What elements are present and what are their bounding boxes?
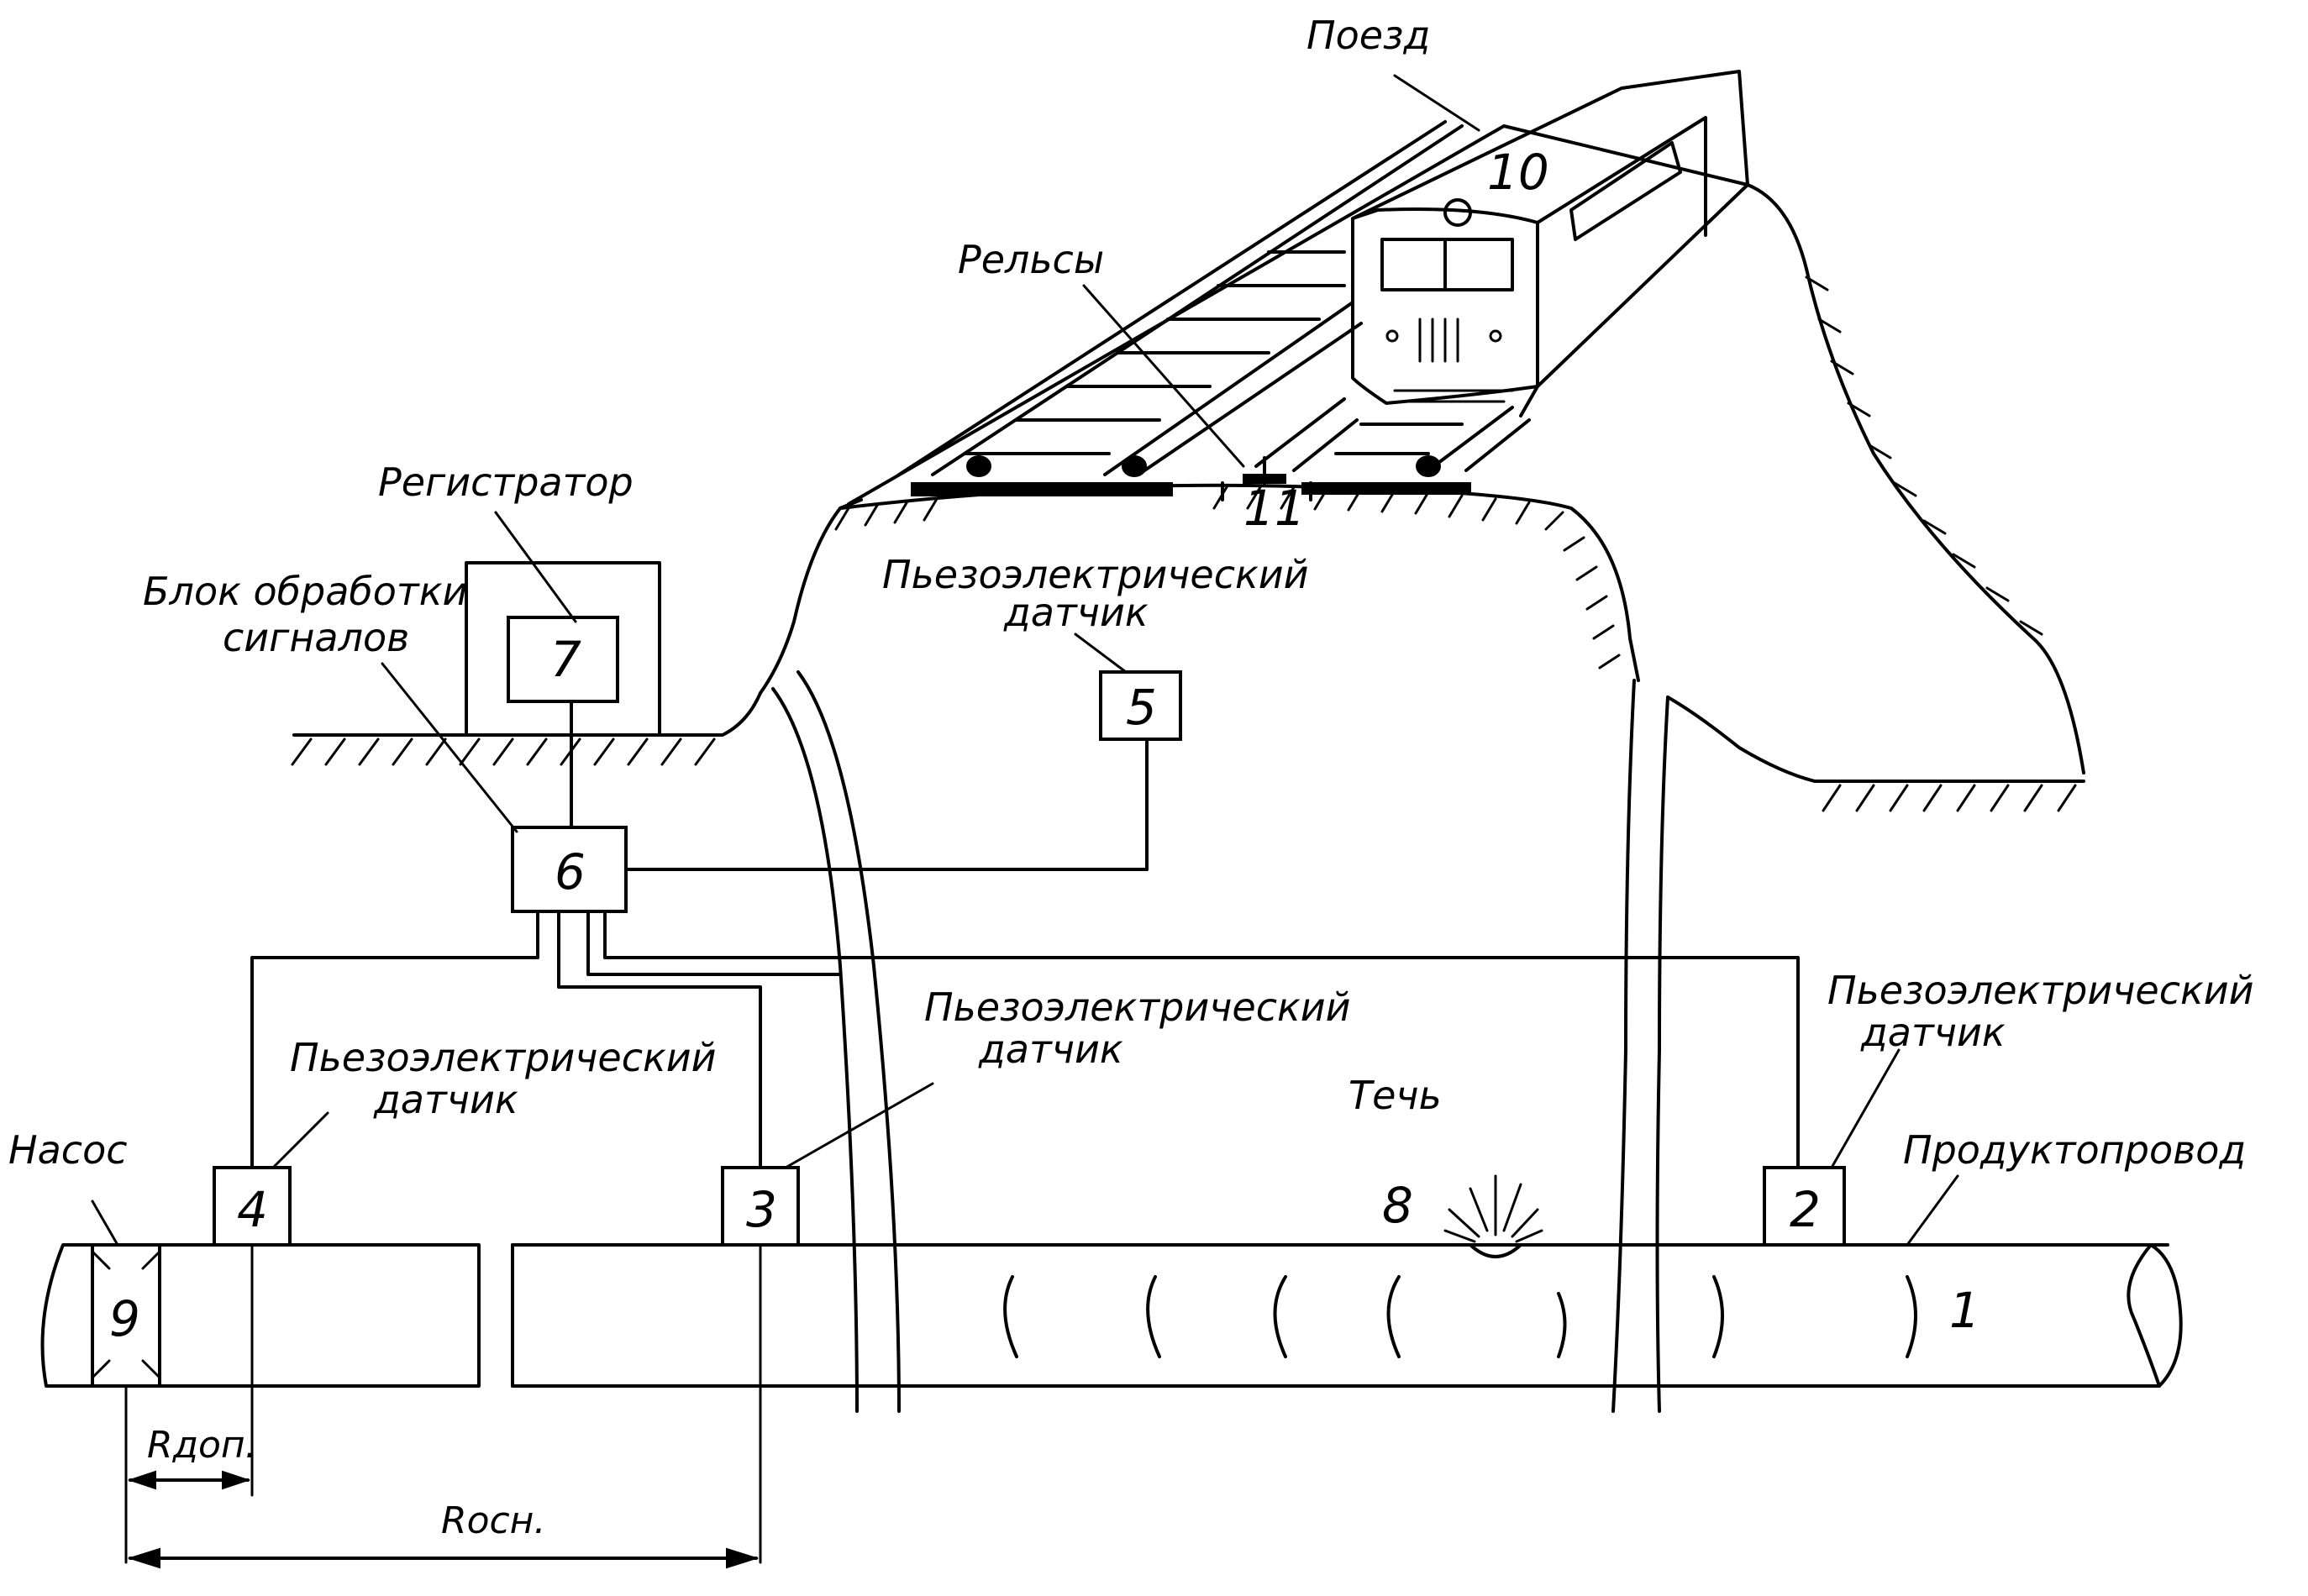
- processing-block-label-line2: сигналов: [223, 615, 409, 660]
- leak-icon: [1470, 1245, 1521, 1257]
- ground-left: [292, 693, 760, 764]
- number-sensor-mid: 3: [746, 1181, 777, 1238]
- sensor-left-label-line2: датчик: [373, 1077, 518, 1122]
- recorder-label: Регистратор: [378, 459, 634, 505]
- number-rail-gap: 11: [1243, 480, 1306, 537]
- number-processing-block: 6: [555, 843, 586, 900]
- sensor-mid-label-line2: датчик: [978, 1026, 1123, 1072]
- number-train: 10: [1487, 144, 1549, 201]
- number-sensor-top: 5: [1126, 679, 1157, 736]
- sensor-right-label-line1: Пьезоэлектрический: [1827, 968, 2254, 1013]
- train-label: Поезд: [1306, 13, 1430, 58]
- sensor-mid-label-line1: Пьезоэлектрический: [924, 984, 1351, 1030]
- number-sensor-right: 2: [1790, 1181, 1821, 1238]
- number-recorder: 7: [550, 631, 581, 688]
- tunnel-walls: [773, 672, 1668, 1411]
- number-sensor-left: 4: [237, 1181, 268, 1238]
- train-icon: [1353, 71, 1748, 416]
- number-leak: 8: [1382, 1177, 1413, 1234]
- rails-label: Рельсы: [958, 237, 1104, 282]
- number-pump: 9: [109, 1290, 140, 1347]
- pipeline: [43, 1176, 2181, 1386]
- r-main-label: Rосн.: [441, 1499, 545, 1542]
- sensor-top-label-line2: датчик: [1003, 590, 1149, 635]
- processing-block-label-line1: Блок обработки: [143, 569, 467, 614]
- leak-label: Течь: [1349, 1073, 1442, 1118]
- sensor-right-label-line2: датчик: [1860, 1010, 2006, 1055]
- r-add-label: Rдоп.: [147, 1424, 257, 1467]
- number-pipeline: 1: [1949, 1282, 1980, 1339]
- sensor-left-label-line1: Пьезоэлектрический: [290, 1035, 717, 1080]
- pipeline-label: Продуктопровод: [1903, 1127, 2246, 1173]
- pump-label: Насос: [8, 1127, 128, 1173]
